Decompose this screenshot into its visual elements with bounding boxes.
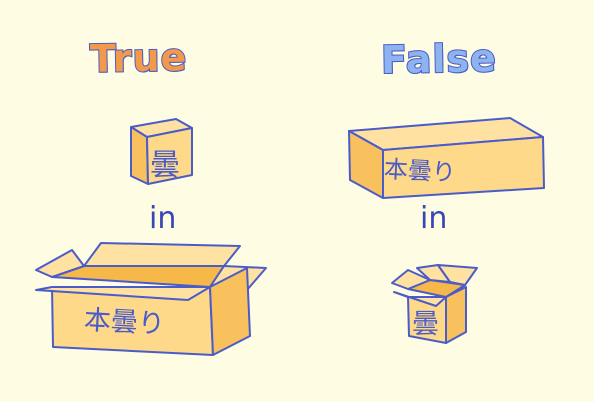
long-closed-box-label: 本曇り: [383, 155, 457, 187]
connector-in-left: in: [149, 201, 177, 236]
small-open-box-label: 曇: [412, 309, 439, 340]
long-open-box-label: 本曇り: [83, 304, 166, 341]
small-closed-box: [130, 118, 193, 185]
false-heading: False: [380, 35, 499, 83]
true-heading: True: [89, 34, 189, 82]
small-closed-box-label: 曇: [150, 148, 180, 183]
long-open-box: [35, 242, 267, 356]
long-closed-box: [348, 117, 545, 199]
connector-in-right: in: [420, 201, 448, 236]
small-open-box: [391, 264, 478, 344]
